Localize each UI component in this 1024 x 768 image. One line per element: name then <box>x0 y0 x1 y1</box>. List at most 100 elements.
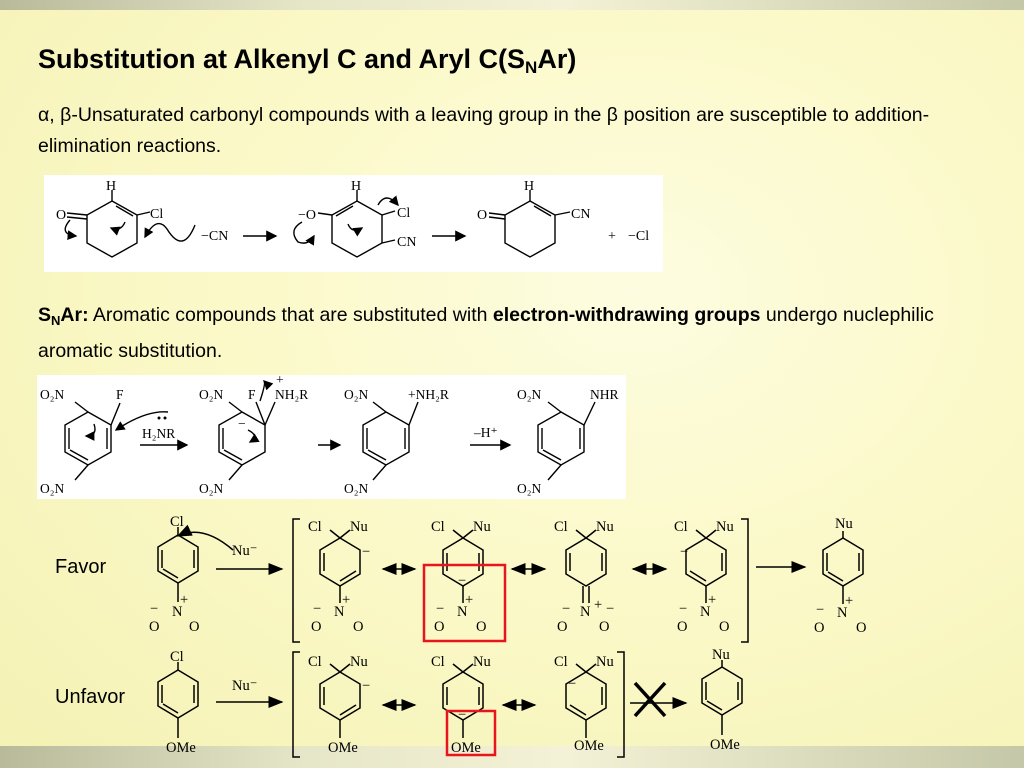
slide-title: Substitution at Alkenyl C and Aryl C(SNA… <box>38 44 577 77</box>
scheme2-panel <box>37 375 626 499</box>
methoxy-product-ring <box>701 666 743 716</box>
svg-text:−: − <box>362 678 370 694</box>
svg-text:−: − <box>458 573 466 589</box>
svg-text:N: N <box>334 604 345 620</box>
svg-text:O: O <box>557 619 567 635</box>
svg-text:O: O <box>599 619 609 635</box>
paragraph-addition-elimination: α, β-Unsaturated carbonyl compounds with… <box>38 104 930 157</box>
svg-text:−: − <box>150 601 158 617</box>
svg-text:CN: CN <box>397 235 416 250</box>
svg-text:+: + <box>608 229 616 244</box>
svg-text:Cl: Cl <box>150 207 163 222</box>
svg-text:−CN: −CN <box>201 229 228 244</box>
svg-text:Cl: Cl <box>554 519 568 535</box>
svg-text:−Cl: −Cl <box>628 229 649 244</box>
svg-text:Cl: Cl <box>170 649 184 665</box>
svg-text:Nu: Nu <box>350 654 368 670</box>
svg-text:−: − <box>436 601 444 617</box>
svg-text:Nu: Nu <box>712 647 730 663</box>
svg-text:O₂N: O₂N <box>344 481 368 496</box>
svg-text:Nu: Nu <box>350 519 368 535</box>
svg-text:−O: −O <box>298 208 316 223</box>
svg-text:−: − <box>568 676 576 692</box>
svg-text:O₂N: O₂N <box>517 387 541 402</box>
svg-text:O: O <box>434 619 444 635</box>
svg-text:N: N <box>457 604 468 620</box>
highlight-box-favor <box>422 563 507 643</box>
svg-text:O: O <box>353 619 363 635</box>
svg-text:N: N <box>700 604 711 620</box>
chloronitrobenzene-ring <box>157 534 199 584</box>
svg-text:O: O <box>311 619 321 635</box>
svg-text:H: H <box>351 179 361 194</box>
svg-text:H: H <box>524 179 534 194</box>
unfavor-label: Unfavor <box>55 686 126 708</box>
svg-text:O₂N: O₂N <box>40 481 64 496</box>
svg-text:Nu: Nu <box>716 519 734 535</box>
svg-text:+: + <box>180 592 188 608</box>
svg-text:H: H <box>106 179 116 194</box>
svg-text:−: − <box>362 544 370 560</box>
svg-text:Cl: Cl <box>431 654 445 670</box>
chloroanisole-ring <box>157 669 199 719</box>
svg-text:+: + <box>465 592 473 608</box>
highlight-box-unfavor <box>445 709 497 757</box>
svg-text:O: O <box>149 619 159 635</box>
svg-text:N: N <box>837 605 848 621</box>
svg-text:Nu: Nu <box>596 654 614 670</box>
svg-text:OMe: OMe <box>166 740 196 756</box>
svg-text:O: O <box>476 619 486 635</box>
svg-text:O₂N: O₂N <box>517 481 541 496</box>
svg-text:NHR: NHR <box>590 387 619 402</box>
svg-text:Cl: Cl <box>554 654 568 670</box>
svg-text:Nu: Nu <box>835 516 853 532</box>
svg-text:O: O <box>677 619 687 635</box>
svg-text:Cl: Cl <box>170 514 184 530</box>
svg-text:O: O <box>477 208 487 223</box>
svg-text:+: + <box>276 372 284 387</box>
favor-label: Favor <box>55 556 107 578</box>
svg-text:NH₂R: NH₂R <box>275 387 308 402</box>
svg-text:Nu: Nu <box>473 519 491 535</box>
svg-text:+: + <box>708 592 716 608</box>
svg-text:−: − <box>816 602 824 618</box>
svg-text:OMe: OMe <box>451 740 481 756</box>
svg-text:+: + <box>342 592 350 608</box>
bottom-border <box>0 746 1024 768</box>
svg-text:+: + <box>845 593 853 609</box>
svg-text:Nu: Nu <box>473 654 491 670</box>
svg-text:O: O <box>189 619 199 635</box>
svg-text:CN: CN <box>571 207 590 222</box>
svg-text:−: − <box>562 601 570 617</box>
nitro-product-ring <box>822 537 864 587</box>
svg-text:O₂N: O₂N <box>199 481 223 496</box>
svg-text:−: − <box>606 601 614 617</box>
svg-text:Cl: Cl <box>308 654 322 670</box>
svg-text:Cl: Cl <box>397 206 410 221</box>
svg-text:−: − <box>680 544 688 560</box>
svg-text:F: F <box>116 387 124 402</box>
svg-text:H₂NR: H₂NR <box>142 426 175 441</box>
svg-text:O₂N: O₂N <box>344 387 368 402</box>
svg-text:−: − <box>313 601 321 617</box>
svg-text:Nu⁻: Nu⁻ <box>232 678 257 694</box>
svg-text:Cl: Cl <box>431 519 445 535</box>
svg-text:+NH₂R: +NH₂R <box>408 387 449 402</box>
svg-text:Nu: Nu <box>596 519 614 535</box>
svg-text:Cl: Cl <box>308 519 322 535</box>
svg-text:O: O <box>814 620 824 636</box>
svg-text:N: N <box>172 604 183 620</box>
paragraph-snar: SNAr: Aromatic compounds that are substi… <box>38 304 934 362</box>
svg-text:+: + <box>594 597 602 613</box>
svg-text:−: − <box>458 707 466 723</box>
svg-text:Cl: Cl <box>674 519 688 535</box>
svg-text:−: − <box>238 416 246 431</box>
svg-text:–H⁺: –H⁺ <box>473 425 498 440</box>
svg-text:OMe: OMe <box>574 738 604 754</box>
svg-text:F: F <box>248 387 256 402</box>
svg-text:O: O <box>719 619 729 635</box>
svg-text:O₂N: O₂N <box>199 387 223 402</box>
svg-text:N: N <box>580 604 591 620</box>
